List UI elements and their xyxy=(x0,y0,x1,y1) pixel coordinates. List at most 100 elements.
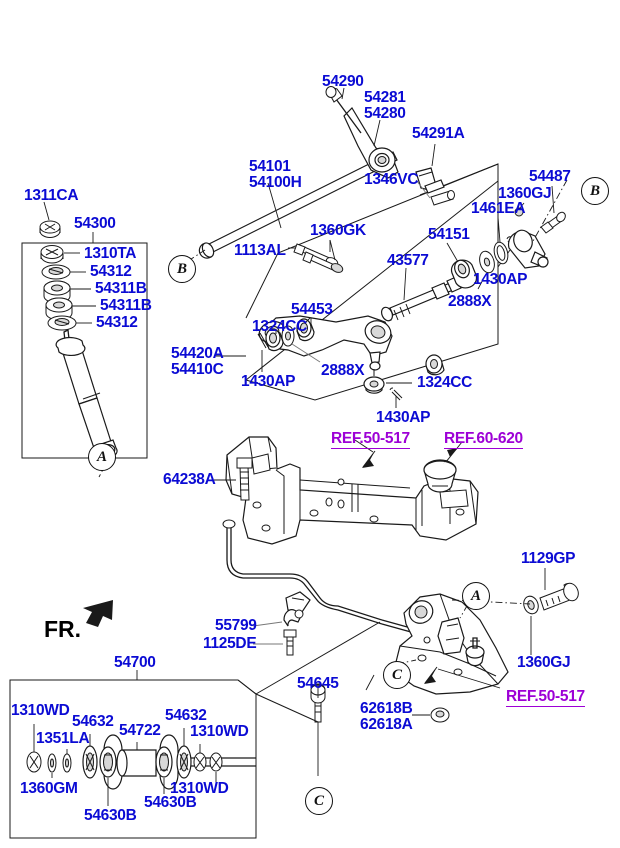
shock-absorber-group xyxy=(21,201,148,478)
part-lower-control-arm xyxy=(395,593,509,695)
part-1360GK xyxy=(302,251,344,273)
circle-marker-c-arm: C xyxy=(383,661,411,689)
callout-54281: 54281 xyxy=(364,89,406,106)
callout-54312-upper: 54312 xyxy=(90,263,132,280)
callout-43577: 43577 xyxy=(387,252,429,269)
part-1346VC xyxy=(430,190,455,206)
callout-54410C: 54410C xyxy=(171,361,224,378)
callout-54632-right: 54632 xyxy=(165,707,207,724)
callout-1310WD-1: 1310WD xyxy=(11,702,70,719)
callout-54290: 54290 xyxy=(322,73,364,90)
callout-54100H: 54100H xyxy=(249,174,302,191)
part-2888X-left xyxy=(281,325,295,347)
callout-54101: 54101 xyxy=(249,158,291,175)
callout-1125DE: 1125DE xyxy=(203,635,257,652)
part-54312-lower xyxy=(47,315,77,331)
part-54312-upper xyxy=(41,264,71,280)
part-1311CA xyxy=(39,220,61,238)
part-1129GP xyxy=(539,582,579,611)
callout-54312-lower: 54312 xyxy=(96,314,138,331)
part-54290-rod xyxy=(325,86,362,134)
part-1461EA xyxy=(493,241,509,265)
part-54101-torsion-bar xyxy=(198,151,398,259)
part-54487 xyxy=(540,211,566,234)
callout-2888X-right: 2888X xyxy=(448,293,492,310)
part-1310TA xyxy=(40,245,64,264)
callout-1310WD-2: 1310WD xyxy=(190,723,249,740)
callout-1113AL: 1113AL xyxy=(234,242,286,259)
callout-1461EA: 1461EA xyxy=(471,200,526,217)
callout-62618B: 62618B xyxy=(360,700,413,717)
part-54151 xyxy=(450,259,478,289)
part-54280-arm xyxy=(343,107,399,179)
callout-54280: 54280 xyxy=(364,105,406,122)
callout-54700: 54700 xyxy=(114,654,156,671)
callout-1360GJ-lower: 1360GJ xyxy=(517,654,571,671)
part-55799 xyxy=(283,609,304,627)
callout-54311B-upper: 54311B xyxy=(95,280,147,297)
part-54420A-upper-control-arm xyxy=(258,315,393,376)
reference-50-517-lower-arm[interactable]: REF.50-517 xyxy=(506,688,585,707)
part-1360GJ-lower xyxy=(523,595,539,615)
front-direction-label: FR. xyxy=(44,616,82,642)
callout-1360GJ-upper: 1360GJ xyxy=(498,185,552,202)
part-shock-absorber-body xyxy=(55,329,118,459)
callout-62618A: 62618A xyxy=(360,716,413,733)
circle-marker-a-lower: A xyxy=(462,582,490,610)
part-1324CC-left xyxy=(265,328,284,352)
reference-60-620[interactable]: REF.60-620 xyxy=(444,430,523,449)
part-54311B-lower xyxy=(45,297,73,321)
callout-54453: 54453 xyxy=(291,301,333,318)
callout-1360GM: 1360GM xyxy=(20,780,78,797)
callout-54311B-lower: 54311B xyxy=(100,297,152,314)
callout-1310TA: 1310TA xyxy=(84,245,137,262)
callout-54487: 54487 xyxy=(529,168,571,185)
callout-54630B-right: 54630B xyxy=(144,794,197,811)
callout-54151: 54151 xyxy=(428,226,470,243)
reference-50-517-crossmember[interactable]: REF.50-517 xyxy=(331,430,410,449)
callout-54630B-left: 54630B xyxy=(84,807,137,824)
part-ref-60-620-mount xyxy=(423,459,457,493)
part-1360GJ-upper xyxy=(514,207,524,217)
part-2888X-right xyxy=(479,250,495,274)
callout-54420A: 54420A xyxy=(171,345,224,362)
callout-2888X-left: 2888X xyxy=(321,362,365,379)
callout-1324CC-lower: 1324CC xyxy=(417,374,473,391)
circle-marker-c-detail: C xyxy=(305,787,333,815)
stabilizer-detail-parts xyxy=(26,734,256,790)
callout-1360GK: 1360GK xyxy=(310,222,366,239)
part-crossmember xyxy=(225,436,479,545)
part-bushing-right-edge xyxy=(425,354,445,376)
callout-1129GP: 1129GP xyxy=(521,550,576,567)
part-knuckle-right xyxy=(507,229,549,269)
part-54311B-upper xyxy=(43,280,71,304)
part-64238A xyxy=(236,457,253,501)
callout-1311CA: 1311CA xyxy=(24,187,79,204)
callout-1351LA: 1351LA xyxy=(36,730,90,747)
circle-marker-a-shock: A xyxy=(88,443,116,471)
callout-1324CC-left: 1324CC xyxy=(252,318,308,335)
callout-54632-left: 54632 xyxy=(72,713,114,730)
callout-1430AP-left: 1430AP xyxy=(241,373,296,390)
part-1324CC-lower xyxy=(363,376,385,394)
circle-marker-b-left: B xyxy=(168,255,196,283)
callout-55799: 55799 xyxy=(215,617,257,634)
part-62618 xyxy=(430,707,450,723)
callout-1430AP-right: 1430AP xyxy=(473,271,528,288)
part-43577-assembly xyxy=(380,276,462,322)
callout-54722: 54722 xyxy=(119,722,161,739)
part-stabilizer-bushing-bracket xyxy=(285,591,311,613)
callout-1430AP-lower: 1430AP xyxy=(376,409,431,426)
front-direction-arrow xyxy=(83,600,113,627)
circle-marker-b-right: B xyxy=(581,177,609,205)
part-1430AP-left xyxy=(255,329,269,349)
part-1125DE xyxy=(283,629,297,656)
callout-54300: 54300 xyxy=(74,215,116,232)
callout-1310WD-3: 1310WD xyxy=(170,780,229,797)
callout-54291A: 54291A xyxy=(412,125,465,142)
part-54291A xyxy=(415,167,445,194)
part-54453 xyxy=(296,318,315,342)
callout-64238A: 64238A xyxy=(163,471,216,488)
